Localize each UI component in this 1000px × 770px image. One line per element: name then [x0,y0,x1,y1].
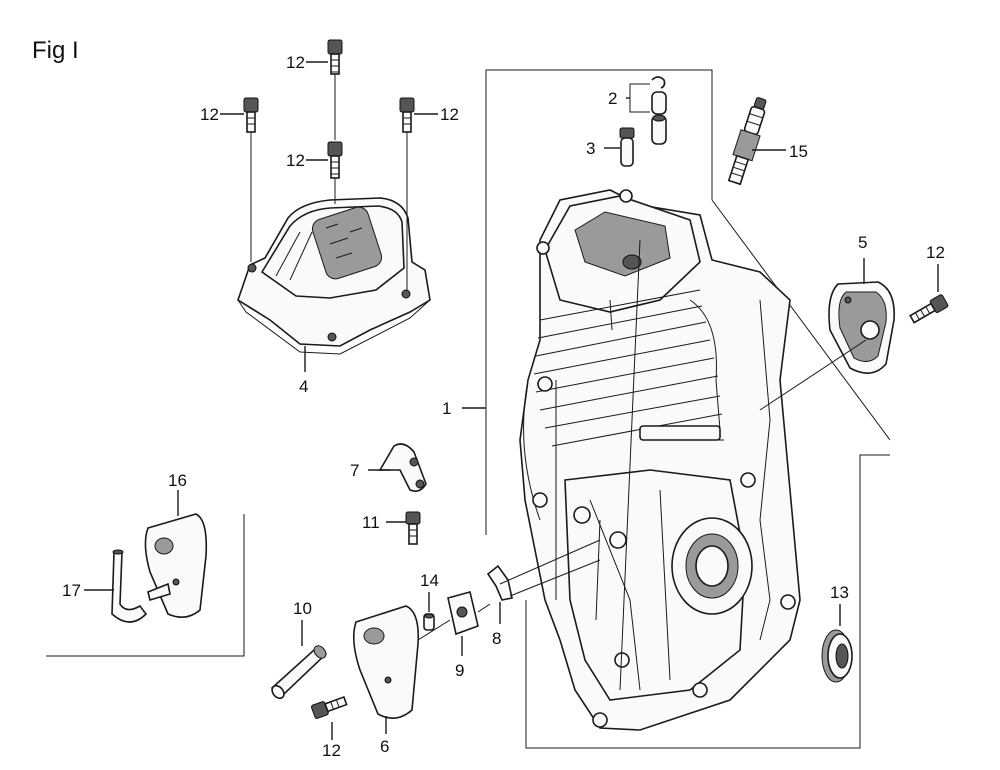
flange-bolt [327,141,343,204]
figure-title: Fig I [32,37,79,64]
spark-plug [727,97,767,186]
breather-tube-clip [378,443,427,492]
flange-bolt [327,39,343,140]
callout-4: 4 [299,377,308,396]
callout-8: 8 [492,629,501,648]
bolt [405,511,421,545]
tube [271,645,327,700]
oil-seal [821,629,853,683]
flange-bolt [909,294,949,324]
flange-bolt [243,97,259,262]
callout-3: 3 [586,139,595,158]
cylinder-block [519,189,801,731]
callout-10: 10 [293,599,312,618]
callout-12-right: 12 [440,105,459,124]
callout-2: 2 [608,89,617,108]
side-plate [828,281,895,374]
callout-1: 1 [442,399,451,418]
flange-bolt [310,695,348,719]
valve-guide [619,127,635,167]
breather-cover [144,513,208,618]
clip [486,564,513,601]
callout-7: 7 [350,461,359,480]
callout-12-top: 12 [286,53,305,72]
flange-bolt [399,97,415,290]
dowel-pin [423,613,435,631]
breather-tube [111,549,148,623]
callout-13: 13 [830,583,849,602]
gasket [447,591,479,636]
callout-12-side: 12 [926,243,945,262]
callout-12-middle: 12 [286,151,305,170]
callout-16: 16 [168,471,187,490]
callout-14: 14 [420,571,439,590]
callout-9: 9 [455,661,464,680]
callout-11: 11 [362,513,380,532]
intake-plate [352,605,420,719]
callout-12-bottom: 12 [322,741,341,760]
callout-5: 5 [858,233,867,252]
callout-12-left: 12 [200,105,219,124]
head-cover [237,197,431,355]
valve-guide-seal-pair [651,76,667,145]
callout-6: 6 [380,737,389,756]
callout-17: 17 [62,581,81,600]
callout-15: 15 [789,142,808,161]
